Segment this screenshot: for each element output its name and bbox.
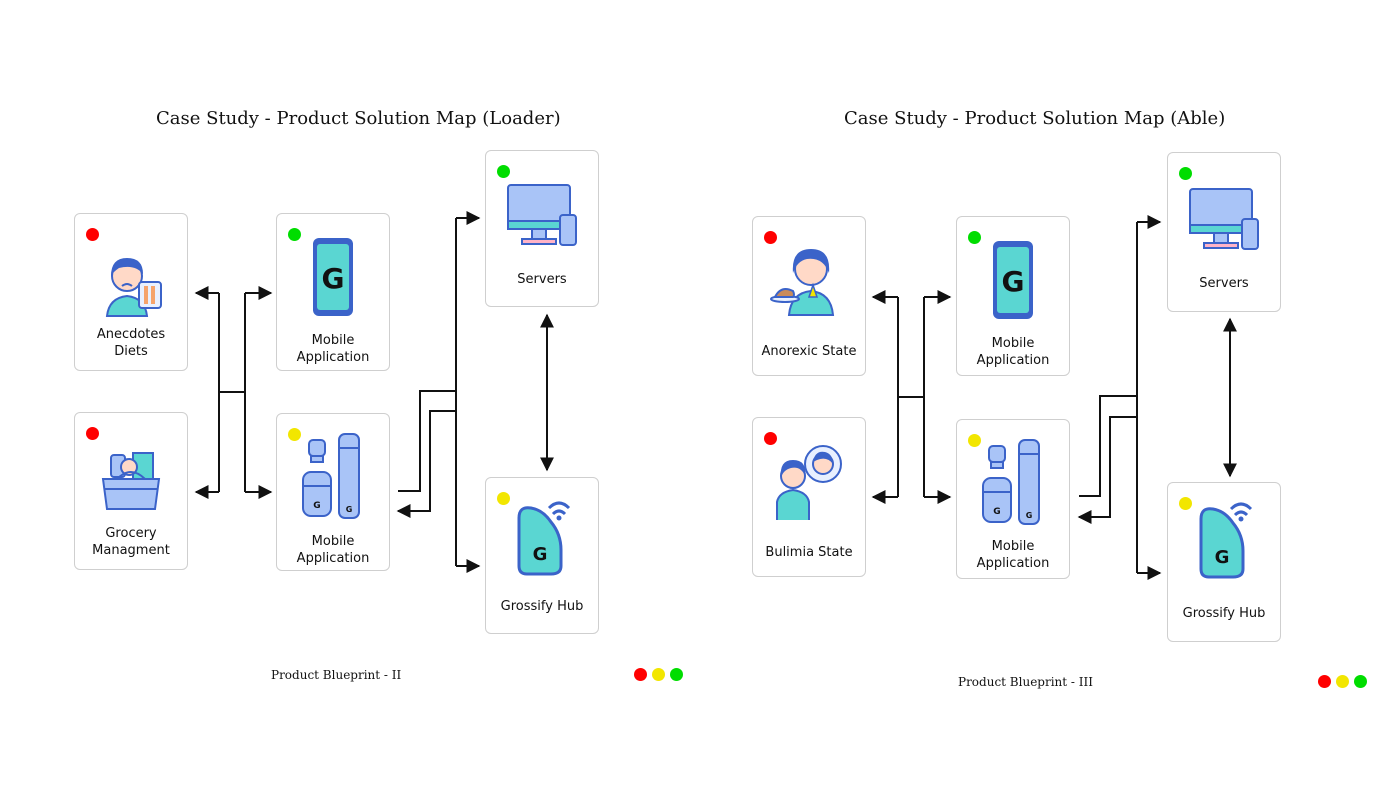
woman-eating-icon <box>753 241 865 317</box>
card-bulimia-state[interactable]: Bulimia State <box>752 417 866 577</box>
card-servers[interactable]: Servers <box>1167 152 1281 312</box>
status-dot-green <box>288 228 301 241</box>
connector-lines <box>871 215 1237 580</box>
svg-text:G: G <box>322 262 345 295</box>
desktop-and-phone-icon <box>1168 185 1280 255</box>
legend-green-dot <box>670 668 683 681</box>
panel-footer: Product Blueprint - II <box>271 668 402 682</box>
svg-text:G: G <box>533 544 548 565</box>
desktop-and-phone-icon <box>486 181 598 251</box>
status-dot-red <box>86 427 99 440</box>
status-dot-red <box>764 231 777 244</box>
legend-yellow-dot <box>1336 675 1349 688</box>
women-chat-icon <box>753 442 865 522</box>
status-legend <box>634 668 683 681</box>
card-servers[interactable]: Servers <box>485 150 599 307</box>
food-containers-icon: G G <box>277 432 389 524</box>
panel-footer: Product Blueprint - III <box>958 675 1093 689</box>
status-dot-yellow <box>497 492 510 505</box>
panel-title: Case Study - Product Solution Map (Able) <box>844 108 1226 129</box>
legend-yellow-dot <box>652 668 665 681</box>
panel-title: Case Study - Product Solution Map (Loade… <box>156 108 561 129</box>
card-label: Grossify Hub <box>500 599 584 614</box>
food-containers-icon: G G <box>957 438 1069 530</box>
card-grossify-hub[interactable]: G Grossify Hub <box>1167 482 1281 642</box>
status-dot-green <box>1179 167 1192 180</box>
status-dot-yellow <box>968 434 981 447</box>
smartphone-g-icon: G <box>957 239 1069 321</box>
solution-map-able: Case Study - Product Solution Map (Able) <box>690 0 1390 800</box>
card-label: Bulimia State <box>765 545 853 560</box>
card-label: Servers <box>517 272 567 287</box>
status-dot-yellow <box>288 428 301 441</box>
status-legend <box>1318 675 1367 688</box>
smartphone-g-icon: G <box>277 236 389 318</box>
card-label: Anorexic State <box>761 344 857 359</box>
woman-sad-diet-icon <box>75 246 187 318</box>
svg-text:G: G <box>993 507 1000 517</box>
status-dot-red <box>86 228 99 241</box>
connector-lines <box>194 211 554 573</box>
svg-text:G: G <box>346 505 353 514</box>
status-dot-green <box>968 231 981 244</box>
card-label: Grossify Hub <box>1182 606 1266 621</box>
svg-text:G: G <box>313 501 320 511</box>
legend-red-dot <box>1318 675 1331 688</box>
grossify-hub-device-icon: G <box>1168 495 1280 581</box>
status-dot-red <box>764 432 777 445</box>
grossify-hub-device-icon: G <box>486 496 598 578</box>
status-dot-yellow <box>1179 497 1192 510</box>
svg-text:G: G <box>1215 547 1230 568</box>
status-dot-green <box>497 165 510 178</box>
legend-red-dot <box>634 668 647 681</box>
legend-green-dot <box>1354 675 1367 688</box>
card-grossify-hub[interactable]: G Grossify Hub <box>485 477 599 634</box>
svg-text:G: G <box>1026 511 1033 520</box>
card-label: Servers <box>1199 276 1249 291</box>
svg-text:G: G <box>1002 265 1025 298</box>
card-anorexic-state[interactable]: Anorexic State <box>752 216 866 376</box>
solution-map-loader: Case Study - Product Solution Map (Loade… <box>74 108 683 682</box>
grocery-basket-icon <box>75 445 187 517</box>
